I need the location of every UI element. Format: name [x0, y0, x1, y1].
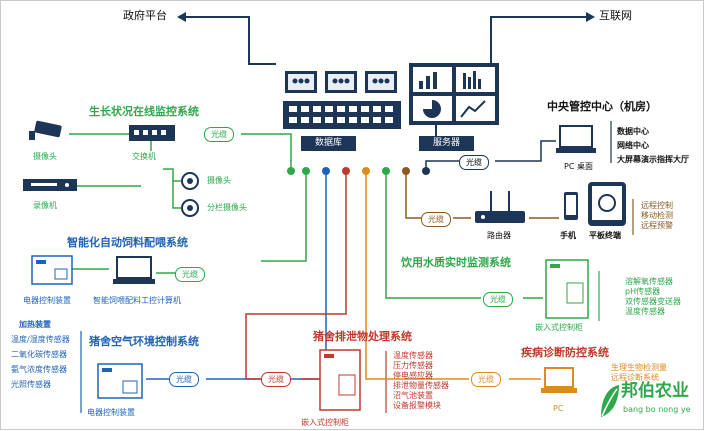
center-fiber-label: 光缆 — [459, 155, 489, 170]
waste-cabinet-label: 嵌入式控制柜 — [301, 418, 349, 427]
waste-sensor-item: 停电感应器 — [393, 371, 433, 380]
air-panel-icon — [97, 363, 143, 403]
port-dot-remote — [402, 167, 410, 175]
remote-item: 远程预警 — [641, 221, 673, 230]
dome-camera-icon — [181, 171, 199, 195]
water-sensor-item: 双传感器变送器 — [625, 297, 681, 306]
port-dot-waste — [342, 167, 350, 175]
phone-label: 手机 — [560, 231, 576, 240]
router-label: 路由器 — [487, 231, 511, 240]
leaf-icon — [601, 385, 619, 417]
port-dot-water — [382, 167, 390, 175]
waste-sensor-item: 排泄物量传感器 — [393, 381, 449, 390]
waste-cabinet-icon — [319, 349, 361, 415]
server-label: 服务器 — [419, 136, 475, 151]
center-item-list: 数据中心 网络中心 大屏幕演示指挥大厅 — [617, 125, 689, 167]
feeding-panel-icon — [31, 255, 73, 289]
recorder-label: 录像机 — [33, 201, 57, 210]
waste-sensor-list: 温度传感器 压力传感器 停电感应器 排泄物量传感器 沼气池装置 设备报警模块 — [393, 351, 449, 411]
port-dot-air — [322, 167, 330, 175]
disease-item-list: 生理生物检测量 远程诊断系统 — [611, 363, 667, 383]
feeding-panel-label: 电器控制装置 — [23, 296, 71, 305]
server-icon — [409, 63, 499, 125]
port-dot-growth — [287, 167, 295, 175]
remote-item: 远程控制 — [641, 201, 673, 210]
database-label: 数据库 — [301, 136, 357, 151]
center-pc-icon — [556, 125, 596, 161]
water-cabinet-icon — [545, 259, 589, 323]
air-panel-label: 电器控制装置 — [87, 408, 135, 417]
pen-camera-icon — [181, 198, 199, 222]
camera2-label: 摄像头 — [207, 176, 231, 185]
switch-icon — [129, 123, 175, 147]
water-sensor-item: 温度传感器 — [625, 307, 665, 316]
air-sensor-item: 光照传感器 — [11, 380, 51, 389]
tablet-label: 平板终端 — [589, 231, 621, 240]
switch-label: 交换机 — [132, 152, 156, 161]
brand-logo: 邦伯农业 bang bo nong ye — [597, 379, 697, 423]
center-pc-label: PC 桌面 — [564, 162, 593, 171]
water-sensor-item: 溶解氧传感器 — [625, 277, 673, 286]
gov-arrow-line — [186, 16, 276, 65]
waste-sensor-item: 压力传感器 — [393, 361, 433, 370]
water-fiber-label: 光缆 — [483, 292, 513, 307]
waste-title: 猪舍排泄物处理系统 — [313, 330, 412, 343]
disease-item: 远程诊断系统 — [611, 373, 659, 382]
waste-sensor-item: 沼气池装置 — [393, 391, 433, 400]
port-dot-feeding — [302, 167, 310, 175]
water-title: 饮用水质实时监测系统 — [401, 256, 511, 269]
waste-sensor-item: 设备报警模块 — [393, 401, 441, 410]
remote-item-list: 远程控制 移动检测 远程预警 — [641, 201, 673, 231]
recorder-icon — [23, 177, 77, 197]
internet-arrowhead — [586, 12, 595, 22]
growth-title: 生长状况在线监控系统 — [89, 105, 199, 118]
logo-chinese: 邦伯农业 — [621, 381, 689, 401]
disease-pc-label: PC — [553, 404, 564, 413]
growth-fiber-label: 光缆 — [204, 127, 234, 142]
camera-label: 摄像头 — [33, 152, 57, 161]
feeding-pc-label: 智能饲喂配料工控计算机 — [93, 296, 181, 305]
waste-fiber-label: 光缆 — [261, 372, 291, 387]
air-title: 猪舍空气环境控制系统 — [89, 335, 199, 348]
port-dot-disease — [362, 167, 370, 175]
air-sensor-item: 二氧化碳传感器 — [11, 350, 67, 359]
feeding-fiber-label: 光缆 — [175, 267, 205, 282]
center-item: 网络中心 — [617, 141, 649, 150]
water-sensor-item: pH传感器 — [625, 287, 661, 296]
remote-item: 移动检测 — [641, 211, 673, 220]
logo-pinyin: bang bo nong ye — [623, 405, 691, 414]
disease-fiber-label: 光缆 — [471, 372, 501, 387]
gov-platform-label: 政府平台 — [123, 9, 167, 22]
database-icon — [283, 69, 401, 131]
camera-icon — [29, 119, 69, 145]
feeding-title: 智能化自动饲料配喂系统 — [67, 236, 188, 249]
internet-arrow-line — [461, 16, 586, 65]
feeding-pc-icon — [113, 256, 155, 290]
disease-pc-icon — [541, 367, 577, 401]
internet-label: 互联网 — [599, 9, 632, 22]
air-sensor-list: 温度/湿度传感器 二氧化碳传感器 氨气浓度传感器 光照传感器 — [11, 335, 70, 390]
disease-item: 生理生物检测量 — [611, 363, 667, 372]
water-sensor-list: 溶解氧传感器 pH传感器 双传感器变送器 温度传感器 — [625, 277, 681, 317]
center-item: 大屏幕演示指挥大厅 — [617, 155, 689, 164]
port-dot-center — [422, 167, 430, 175]
air-sensor-item: 温度/湿度传感器 — [11, 335, 70, 344]
center-title: 中央管控中心（机房） — [547, 100, 657, 113]
phone-icon — [563, 191, 579, 225]
air-sensor-item: 氨气浓度传感器 — [11, 365, 67, 374]
tablet-icon — [587, 181, 627, 231]
disease-title: 疾病诊断防控系统 — [521, 346, 609, 359]
center-item: 数据中心 — [617, 127, 649, 136]
remote-fiber-label: 光缆 — [421, 212, 451, 227]
air-fiber-label: 光缆 — [169, 372, 199, 387]
gov-arrowhead — [177, 12, 186, 22]
water-cabinet-label: 嵌入式控制柜 — [535, 323, 583, 332]
waste-sensor-item: 温度传感器 — [393, 351, 433, 360]
heater-label: 加热装置 — [19, 320, 51, 329]
router-icon — [473, 189, 527, 231]
pen-camera-label: 分栏摄像头 — [207, 203, 247, 212]
